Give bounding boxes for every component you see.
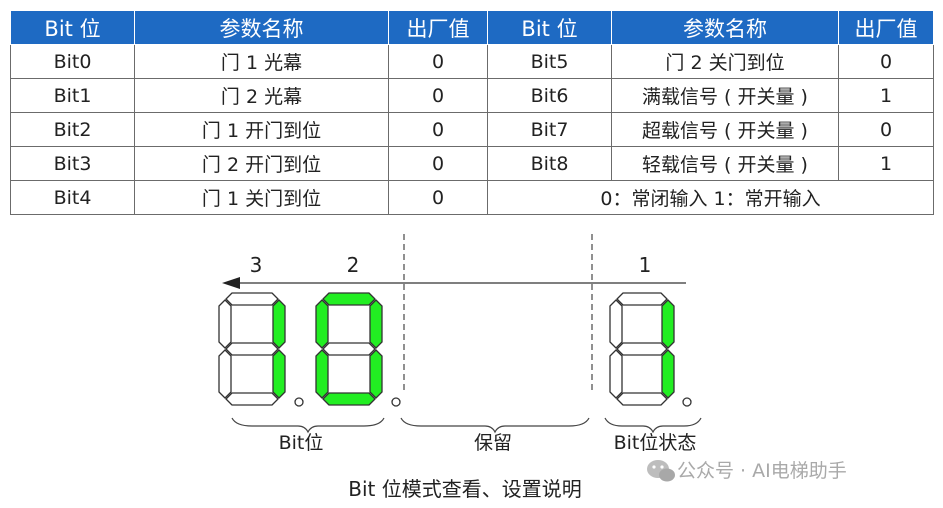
bit-cell: Bit6: [487, 78, 612, 113]
segment-g: [322, 342, 376, 356]
position-label-3: 3: [250, 253, 263, 277]
decimal-point: [682, 397, 692, 407]
default-value-cell: 0: [388, 44, 488, 79]
bit-cell: Bit8: [487, 146, 612, 181]
segment-g: [616, 342, 668, 356]
table-header-row: Bit 位 参数名称 出厂值 Bit 位 参数名称 出厂值: [10, 10, 934, 45]
table-row: Bit1 门 2 光幕 0 Bit6 满载信号 ( 开关量 ) 1: [10, 78, 934, 113]
bit-cell: Bit4: [10, 180, 135, 215]
brace-bit: [231, 417, 385, 434]
header-bit: Bit 位: [10, 10, 135, 45]
parameter-table: Bit 位 参数名称 出厂值 Bit 位 参数名称 出厂值 Bit0 门 1 光…: [10, 10, 934, 215]
segment-b: [272, 299, 286, 349]
wechat-icon-bubble: [659, 468, 675, 482]
position-label-1: 1: [639, 253, 652, 277]
default-value-cell: 0: [388, 180, 488, 215]
table-row: Bit2 门 1 开门到位 0 Bit7 超载信号 ( 开关量 ) 0: [10, 112, 934, 147]
default-value-cell: 0: [838, 44, 934, 79]
watermark-text: 公众号 · AI电梯助手: [677, 460, 847, 482]
group-label-reserved: 保留: [474, 432, 512, 454]
param-name-cell: 门 2 开门到位: [134, 146, 389, 181]
segment-a: [225, 292, 279, 306]
segment-a: [322, 292, 376, 306]
param-name-cell: 门 2 光幕: [134, 78, 389, 113]
header-bit: Bit 位: [487, 10, 612, 45]
param-name-cell: 门 1 光幕: [134, 44, 389, 79]
bit-cell: Bit7: [487, 112, 612, 147]
segment-b: [369, 299, 383, 349]
decimal-point: [391, 397, 401, 407]
bit-cell: Bit2: [10, 112, 135, 147]
default-value-cell: 0: [838, 112, 934, 147]
header-param-name: 参数名称: [134, 10, 389, 45]
segment-e: [609, 349, 623, 399]
param-name-cell: 门 1 关门到位: [134, 180, 389, 215]
seven-segment-diagram: 3 2 1 Bit位 保留 Bit位状态 公众号 · AI电梯助手 Bit 位模…: [218, 234, 847, 501]
segment-c: [272, 349, 286, 399]
default-value-cell: 0: [388, 112, 488, 147]
table-row: Bit0 门 1 光幕 0 Bit5 门 2 关门到位 0: [10, 44, 934, 79]
param-name-cell: 轻载信号 ( 开关量 ): [611, 146, 839, 181]
default-value-cell: 0: [388, 78, 488, 113]
default-value-cell: 1: [838, 146, 934, 181]
table-row: Bit3 门 2 开门到位 0 Bit8 轻载信号 ( 开关量 ) 1: [10, 146, 934, 181]
bit-cell: Bit5: [487, 44, 612, 79]
segment-f: [315, 299, 329, 349]
table-row: Bit4 门 1 关门到位 0 0：常闭输入 1：常开输入: [10, 180, 934, 215]
segment-e: [218, 349, 232, 399]
segment-g: [225, 342, 279, 356]
position-label-2: 2: [347, 253, 360, 277]
bit-cell: Bit0: [10, 44, 135, 79]
bit-cell: Bit1: [10, 78, 135, 113]
diagram-caption: Bit 位模式查看、设置说明: [348, 477, 581, 501]
segment-c: [661, 349, 675, 399]
segment-d: [225, 392, 279, 406]
segment-c: [369, 349, 383, 399]
param-name-cell: 门 1 开门到位: [134, 112, 389, 147]
brace-reserved: [400, 417, 590, 434]
segment-e: [315, 349, 329, 399]
segment-d: [616, 392, 668, 406]
header-default-value: 出厂值: [838, 10, 934, 45]
watermark: [647, 460, 675, 482]
bit-cell: Bit3: [10, 146, 135, 181]
segment-a: [616, 292, 668, 306]
header-param-name: 参数名称: [611, 10, 839, 45]
segment-f: [218, 299, 232, 349]
header-default-value: 出厂值: [388, 10, 488, 45]
param-name-cell: 超载信号 ( 开关量 ): [611, 112, 839, 147]
input-mode-note: 0：常闭输入 1：常开输入: [487, 180, 934, 215]
default-value-cell: 0: [388, 146, 488, 181]
default-value-cell: 1: [838, 78, 934, 113]
brace-status: [604, 417, 702, 434]
param-name-cell: 门 2 关门到位: [611, 44, 839, 79]
param-name-cell: 满载信号 ( 开关量 ): [611, 78, 839, 113]
digit-displays: [218, 292, 692, 407]
group-label-status: Bit位状态: [614, 432, 697, 454]
left-arrow-icon: [222, 277, 240, 289]
decimal-point: [294, 397, 304, 407]
group-label-bit: Bit位: [279, 432, 324, 454]
segment-d: [322, 392, 376, 406]
segment-f: [609, 299, 623, 349]
segment-b: [661, 299, 675, 349]
